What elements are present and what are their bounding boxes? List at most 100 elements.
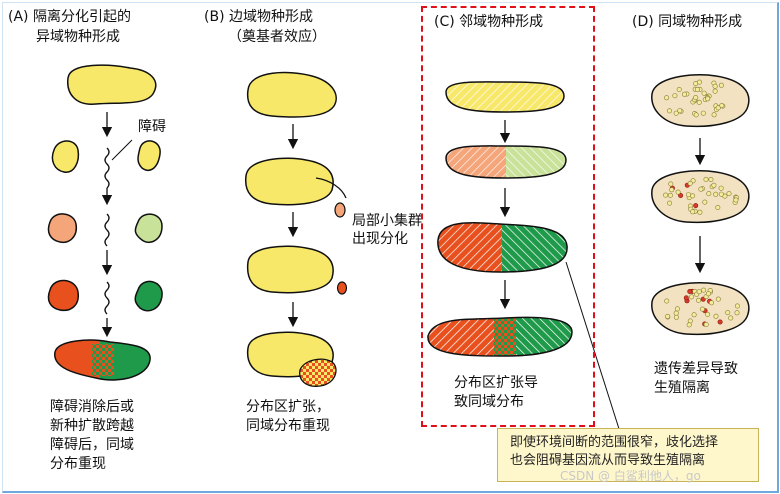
individual-dot	[698, 210, 702, 214]
panel-a-title-line-1: (A) 隔离分化引起的	[8, 8, 131, 26]
panel-a-population-4-left	[48, 280, 78, 310]
panel-a-population-2-right	[138, 141, 160, 170]
individual-dot	[675, 307, 679, 311]
individual-dot	[665, 299, 669, 303]
individual-dot	[703, 200, 707, 204]
individual-dot	[691, 210, 695, 214]
individual-dot	[697, 80, 701, 84]
individual-dot	[690, 194, 694, 198]
individual-dot	[729, 316, 733, 320]
panel-d-caption-line-2: 生殖隔离	[654, 379, 710, 398]
individual-dot	[705, 312, 709, 316]
individual-dot	[688, 289, 692, 293]
panel-d-title: (D) 同域物种形成	[632, 13, 742, 31]
individual-dot	[735, 304, 739, 308]
individual-dot	[674, 311, 678, 315]
panel-b-population-3	[248, 246, 334, 292]
individual-dot	[727, 191, 731, 195]
individual-dot	[704, 322, 708, 326]
panel-a-population-2-left	[52, 141, 78, 172]
panel-b-overlap-zone	[300, 359, 336, 386]
founder-label-line-2: 出现分化	[352, 230, 408, 248]
panel-b-title-line-1: (B) 边域物种形成	[204, 8, 313, 26]
individual-dot	[682, 92, 686, 96]
panel-a-barrier-2	[105, 214, 109, 246]
individual-dot	[712, 113, 716, 117]
individual-dot	[695, 87, 699, 91]
panel-b-founder-group-2	[338, 282, 347, 294]
panel-a-caption-line-2: 新种扩散跨越	[50, 417, 134, 436]
panel-b-caption-line-1: 分布区扩张，	[246, 398, 330, 417]
individual-dot	[709, 177, 713, 181]
individual-dot	[696, 298, 700, 302]
individual-dot	[687, 323, 691, 327]
individual-dot	[674, 111, 678, 115]
panel-b-population-1	[248, 73, 337, 117]
individual-dot	[712, 183, 716, 187]
individual-dot	[714, 314, 718, 318]
panel-a-population-3-left	[48, 214, 76, 242]
individual-dot	[670, 188, 674, 192]
individual-dot	[726, 310, 730, 314]
panel-a-title-line-2: 异域物种形成	[36, 28, 120, 46]
individual-dot	[714, 192, 718, 196]
individual-dot	[699, 187, 703, 191]
individual-dot	[704, 177, 708, 181]
individual-dot	[716, 205, 720, 209]
individual-dot	[719, 186, 723, 190]
individual-dot	[669, 182, 673, 186]
individual-dot	[701, 288, 705, 292]
panel-a-population-4-right	[135, 281, 162, 310]
individual-dot	[664, 96, 668, 100]
panel-b-caption-line-2: 同域分布重现	[246, 417, 330, 436]
individual-dot	[663, 193, 667, 197]
individual-dot	[701, 111, 705, 115]
individual-dot	[676, 190, 680, 194]
individual-dot	[674, 315, 678, 319]
individual-dot	[718, 320, 722, 324]
panel-a-barrier-pointer	[112, 140, 132, 160]
individual-dot	[719, 83, 723, 87]
individual-dot	[686, 193, 690, 197]
individual-dot	[694, 113, 698, 117]
individual-dot	[665, 314, 669, 318]
individual-dot	[688, 181, 692, 185]
barrier-label: 障碍	[138, 118, 166, 136]
individual-dot	[735, 311, 739, 315]
individual-dot	[713, 84, 717, 88]
individual-dot	[694, 95, 698, 99]
panel-b-title-line-2: （奠基者效应）	[228, 28, 326, 46]
individual-dot	[694, 203, 698, 207]
individual-dot	[734, 198, 738, 202]
panel-a-population-5	[50, 330, 160, 390]
individual-dot	[702, 91, 706, 95]
panel-a-population-1	[68, 65, 156, 104]
panel-b-population-2	[246, 158, 333, 204]
individual-dot	[673, 94, 677, 98]
individual-dot	[716, 106, 720, 110]
individual-dot	[719, 192, 723, 196]
panel-d-caption-line-1: 遗传差异导致	[654, 360, 738, 379]
individual-dot	[667, 109, 671, 113]
panel-a-barrier-3	[105, 282, 109, 314]
individual-dot	[713, 89, 717, 93]
panel-a-caption-line-3: 障碍后，同域	[50, 436, 134, 455]
individual-dot	[667, 201, 671, 205]
founder-label-line-1: 局部小集群	[352, 212, 422, 230]
individual-dot	[668, 193, 672, 197]
individual-dot	[709, 301, 713, 305]
panel-c-highlight-box	[421, 6, 595, 427]
callout-line-1: 即使环境间断的范围很窄，歧化选择	[510, 434, 750, 452]
panel-a-caption-line-1: 障碍消除后或	[50, 398, 134, 417]
panel-a-population-3-right	[135, 214, 162, 242]
individual-dot	[706, 292, 710, 296]
individual-dot	[697, 100, 701, 104]
individual-dot	[692, 313, 696, 317]
individual-dot	[689, 295, 693, 299]
individual-dot	[706, 97, 710, 101]
watermark: CSDN @ 白鲨利他人，go	[560, 467, 701, 484]
individual-dot	[677, 87, 681, 91]
individual-dot	[684, 296, 688, 300]
individual-dot	[707, 191, 711, 195]
